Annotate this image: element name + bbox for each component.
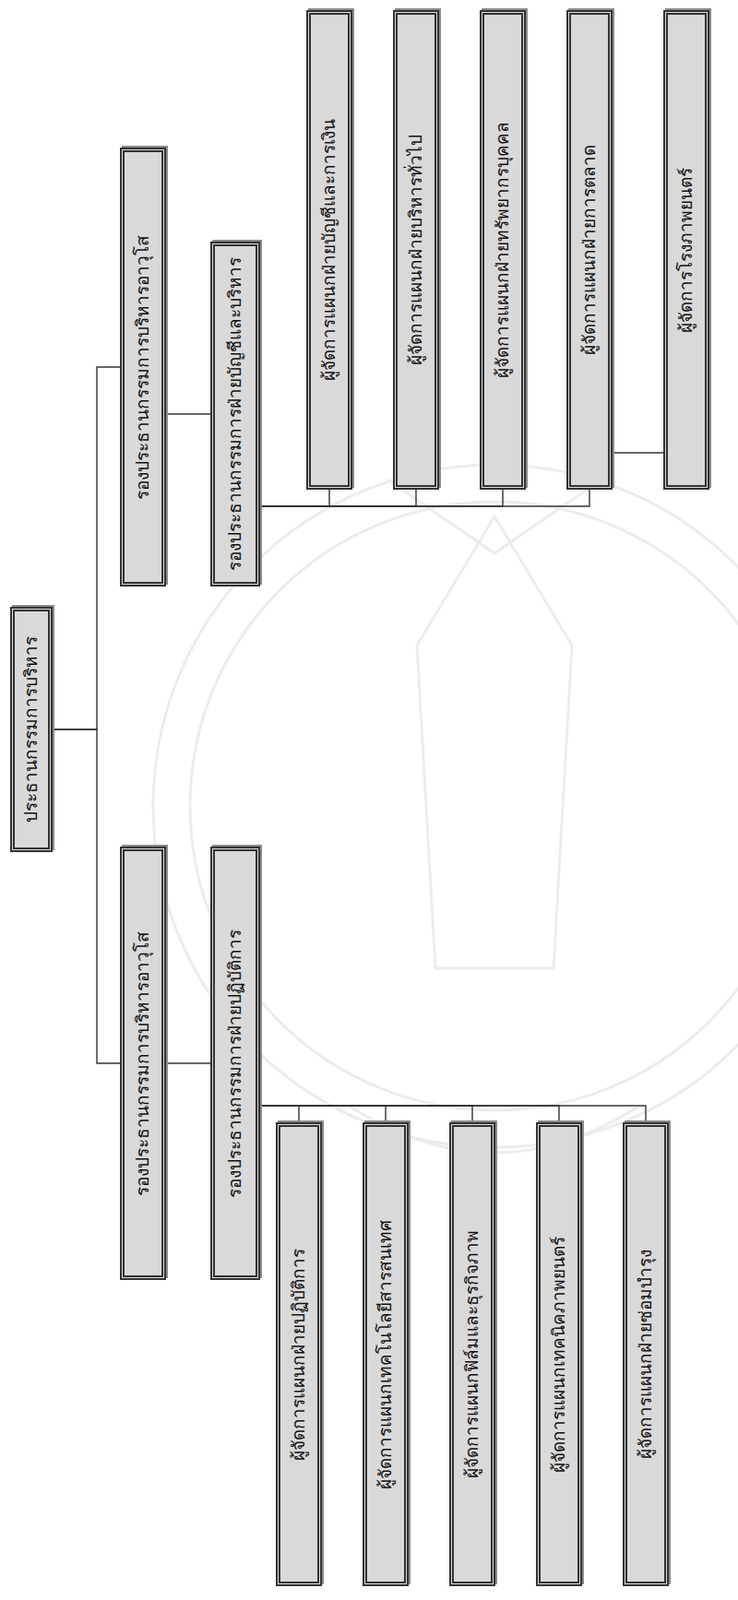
org-connector	[52, 367, 120, 730]
org-box: ผู้จัดการแผนกฟิล์มและธุรกิจภาพ	[449, 1122, 496, 1587]
org-box: ประธานกรรมการบริหาร	[10, 607, 53, 853]
org-box: ผู้จัดการแผนกเทคโนโลยีสารสนเทศ	[362, 1122, 409, 1587]
org-box: ผู้จัดการแผนกฝ่ายซ่อมบำรุง	[622, 1122, 669, 1587]
org-connector	[166, 413, 211, 415]
org-box: ผู้จัดการแผนกฝ่ายการตลาด	[566, 10, 613, 490]
org-box: รองประธานกรรมการบริหารอาวุโส	[119, 147, 167, 587]
box-label: ผู้จัดการแผนกเทคโนโลยีสารสนเทศ	[372, 1220, 399, 1490]
org-box: ผู้จัดการแผนกฝ่ายบริหารทั่วไป	[392, 10, 440, 490]
box-label: ประธานกรรมการบริหาร	[18, 636, 45, 823]
box-label: ผู้จัดการแผนกเทคนิคภาพยนตร์	[546, 1237, 572, 1474]
box-label: ผู้จัดการโรงภาพยนตร์	[673, 167, 700, 334]
org-connector	[260, 1106, 473, 1123]
box-label: ผู้จัดการแผนกฝ่ายบริหารทั่วไป	[403, 134, 429, 366]
org-connector	[260, 1106, 646, 1123]
box-label: ผู้จัดการแผนกฝ่ายการตลาด	[576, 144, 603, 356]
org-box: รองประธานกรรมการฝ่ายบัญชีและบริหาร	[210, 241, 261, 587]
org-box: ผู้จัดการโรงภาพยนตร์	[663, 10, 710, 490]
org-connector	[260, 489, 417, 507]
box-label: ผู้จัดการแผนกฝ่ายปฏิบัติการ	[285, 1249, 312, 1462]
org-connector	[260, 1106, 299, 1123]
box-label: รองประธานกรรมการบริหารอาวุโส	[130, 931, 156, 1197]
watermark-ring	[190, 501, 738, 1111]
org-connector	[260, 1106, 386, 1123]
org-box: ผู้จัดการแผนกฝ่ายบัญชีและการเงิน	[306, 10, 353, 490]
org-connector	[166, 1062, 211, 1064]
box-label: ผู้จัดการแผนกฝ่ายทรัพยากรบุคคล	[489, 121, 516, 379]
box-label: รองประธานกรรมการบริหารอาวุโส	[130, 235, 156, 500]
org-box: ผู้จัดการแผนกฝ่ายปฏิบัติการ	[275, 1122, 322, 1587]
org-connector	[612, 452, 664, 453]
box-label: ผู้จัดการแผนกฟิล์มและธุรกิจภาพ	[459, 1230, 486, 1479]
org-box: ผู้จัดการแผนกเทคนิคภาพยนตร์	[535, 1122, 583, 1587]
org-connector	[52, 729, 120, 1064]
org-box: รองประธานกรรมการฝ่ายปฏิบัติการ	[210, 846, 261, 1281]
org-connector	[260, 489, 503, 507]
org-box: ผู้จัดการแผนกฝ่ายทรัพยากรบุคคล	[479, 10, 526, 490]
watermark-crown	[416, 516, 572, 969]
box-label: รองประธานกรรมการฝ่ายปฏิบัติการ	[222, 929, 249, 1199]
org-box: รองประธานกรรมการบริหารอาวุโส	[119, 846, 167, 1281]
box-label: ผู้จัดการแผนกฝ่ายบัญชีและการเงิน	[316, 119, 343, 381]
box-label: รองประธานกรรมการฝ่ายบัญชีและบริหาร	[222, 257, 249, 572]
org-connector	[260, 489, 330, 507]
org-connector	[260, 489, 590, 507]
watermark-rays	[387, 479, 602, 554]
box-label: ผู้จัดการแผนกฝ่ายซ่อมบำรุง	[632, 1249, 659, 1460]
org-connector	[260, 1106, 560, 1123]
